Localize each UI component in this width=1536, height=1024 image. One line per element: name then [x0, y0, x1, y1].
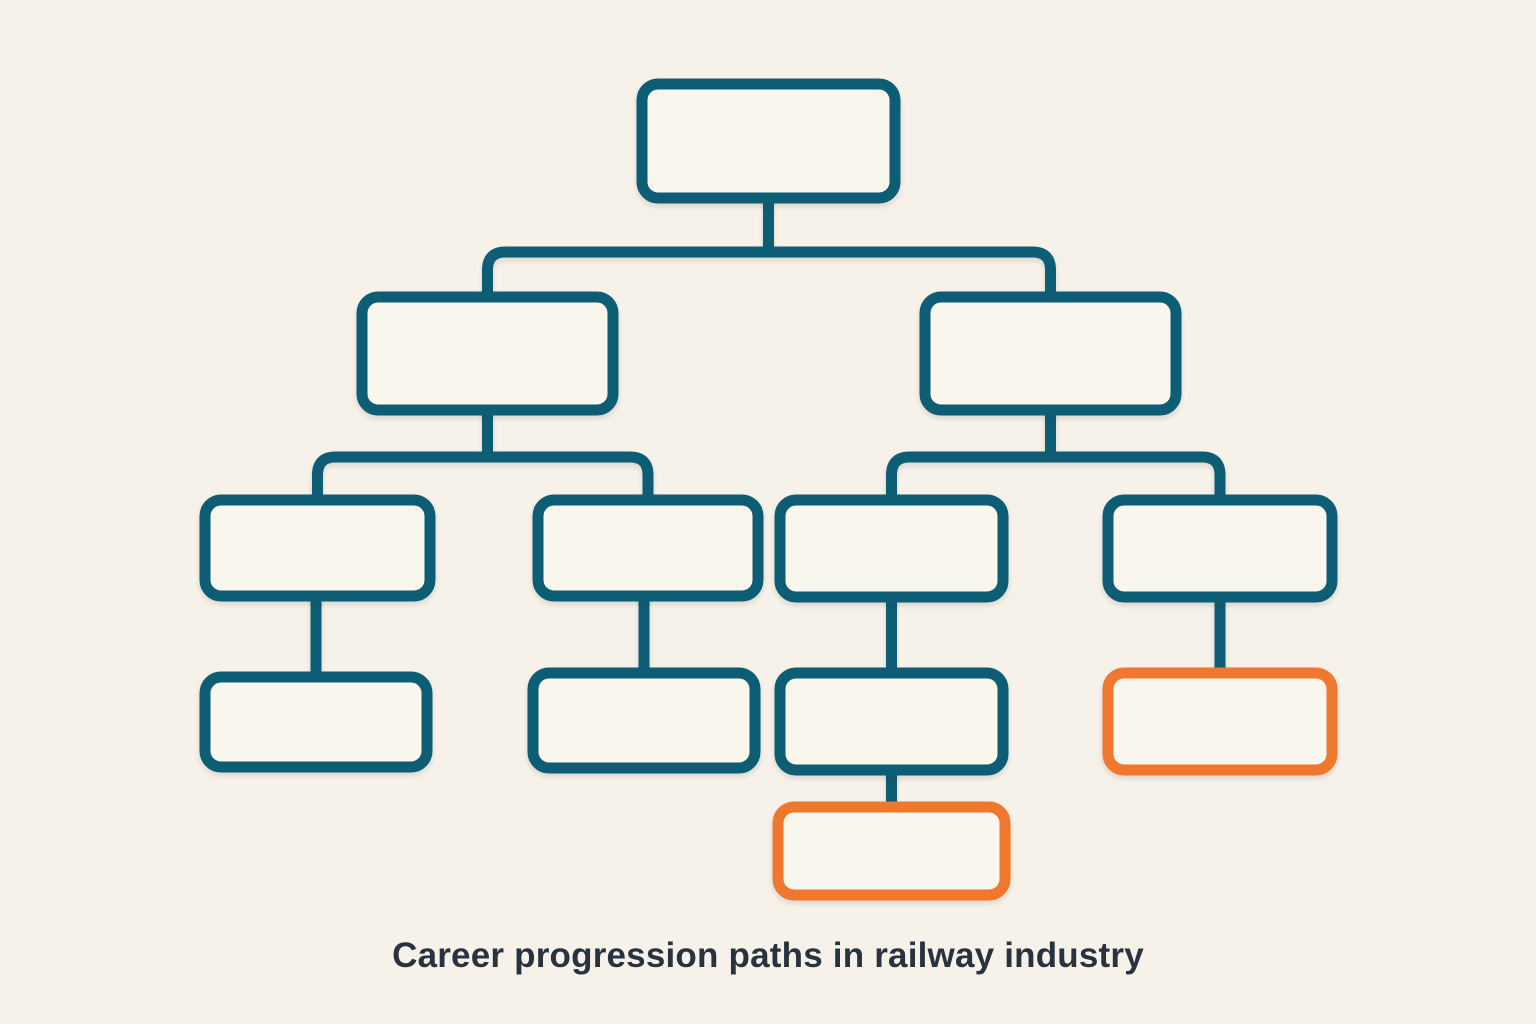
node-l4-4 — [1102, 667, 1338, 776]
node-l3-4 — [1102, 494, 1338, 603]
connector-bracket-l2-right — [886, 451, 1226, 500]
diagram-caption: Career progression paths in railway indu… — [392, 936, 1144, 975]
node-l3-2 — [532, 494, 764, 602]
node-root — [636, 78, 901, 204]
node-l5-1 — [772, 801, 1011, 901]
connector-bracket-root — [482, 246, 1056, 297]
node-l2-left — [356, 291, 619, 416]
node-l3-1 — [199, 494, 436, 602]
node-l2-right — [919, 291, 1182, 416]
connector-lines — [310, 198, 1226, 807]
node-l4-2 — [527, 667, 761, 774]
connector-bracket-l2-left — [312, 451, 654, 500]
chart-nodes — [199, 78, 1338, 901]
node-l4-3 — [774, 667, 1009, 776]
node-l3-3 — [774, 494, 1009, 603]
node-l4-1 — [199, 671, 433, 773]
